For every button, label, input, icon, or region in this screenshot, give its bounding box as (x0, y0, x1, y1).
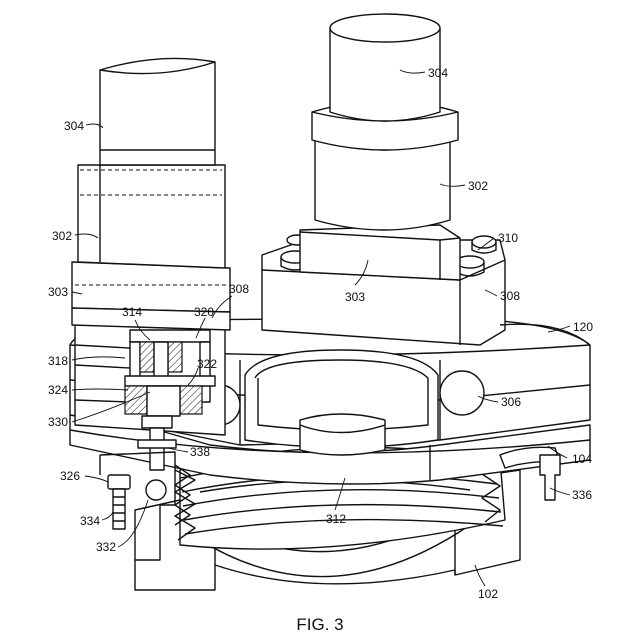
label-310: 310 (498, 231, 518, 245)
label-120: 120 (573, 320, 593, 334)
label-322: 322 (197, 357, 217, 371)
label-338: 338 (190, 445, 210, 459)
label-308-right: 308 (500, 289, 520, 303)
label-302-left: 302 (52, 229, 72, 243)
label-312: 312 (326, 512, 346, 526)
label-303-right: 303 (345, 290, 365, 304)
label-336: 336 (572, 488, 592, 502)
figure-caption: FIG. 3 (296, 615, 343, 634)
label-332: 332 (96, 540, 116, 554)
label-104: 104 (572, 452, 592, 466)
label-304-right: 304 (428, 66, 448, 80)
label-318: 318 (48, 354, 68, 368)
right-actuator (262, 14, 590, 345)
label-308-left: 308 (229, 282, 249, 296)
label-320: 320 (194, 305, 214, 319)
label-324: 324 (48, 383, 68, 397)
label-314: 314 (122, 305, 142, 319)
label-304-left: 304 (64, 119, 84, 133)
label-330: 330 (48, 415, 68, 429)
left-actuator (72, 58, 230, 330)
label-303-left: 303 (48, 285, 68, 299)
label-326: 326 (60, 469, 80, 483)
central-recess (245, 350, 438, 455)
label-334: 334 (80, 514, 100, 528)
label-306: 306 (501, 395, 521, 409)
label-102: 102 (478, 587, 498, 601)
label-302-right: 302 (468, 179, 488, 193)
